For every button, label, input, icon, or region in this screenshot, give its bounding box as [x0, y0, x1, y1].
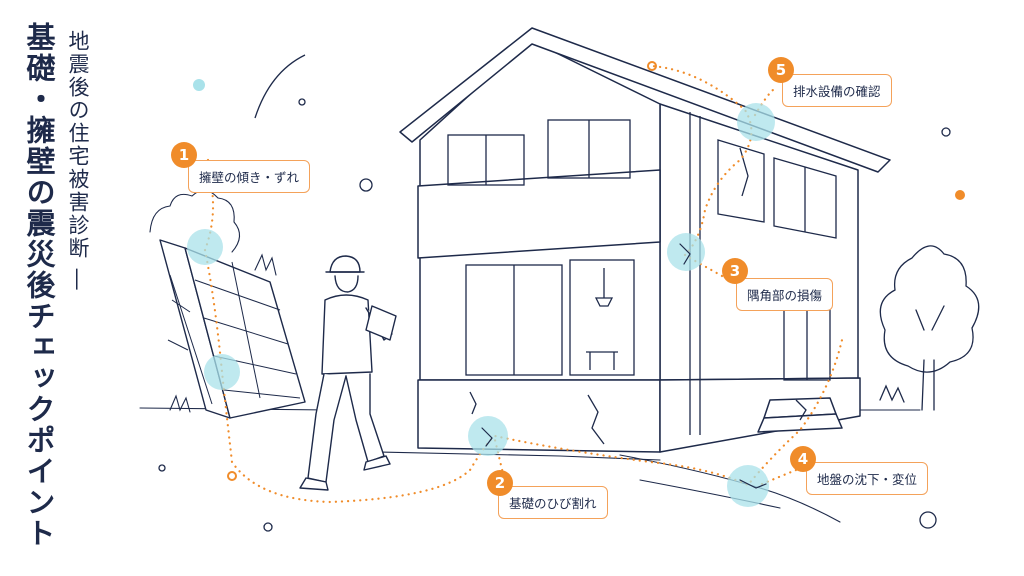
- interior-table: [586, 351, 618, 370]
- wall-joint: [194, 279, 281, 311]
- grass-tuft: [254, 253, 277, 276]
- badge-4: 4: [790, 446, 816, 472]
- callout-label: 擁壁の傾き・ずれ: [188, 160, 311, 193]
- tree-crown: [879, 245, 980, 373]
- grass-tuft: [879, 384, 905, 403]
- downpipe: [689, 112, 701, 435]
- inspector-leg-right: [345, 373, 385, 463]
- house-roof: [399, 27, 891, 173]
- balcony: [417, 169, 661, 259]
- clipboard: [365, 305, 397, 341]
- foundation-front: [417, 379, 661, 453]
- checkpoint-route-upper: [650, 64, 753, 257]
- pendant-lamp: [594, 268, 614, 307]
- deco-circle: [359, 178, 373, 192]
- callout-4: 地盤の沈下・変位: [806, 462, 929, 495]
- window-side-upper: [717, 139, 765, 223]
- tree-trunk: [915, 305, 945, 411]
- main-title: 基礎・擁壁の震災後チェックポイント: [22, 22, 56, 549]
- badge-1: 1: [171, 142, 197, 168]
- foundation-crack: [587, 394, 605, 445]
- subtitle: 地震後の住宅被害診断 ―: [66, 30, 90, 292]
- highlight-ground-subsidence: [727, 465, 769, 507]
- highlight-retaining-wall-base: [204, 354, 240, 390]
- wall-joint: [231, 261, 261, 399]
- ground-crack: [639, 479, 781, 509]
- wall-joint: [223, 389, 301, 399]
- callout-label: 基礎のひび割れ: [498, 486, 608, 519]
- highlight-drainage: [737, 103, 775, 141]
- inspector-jacket: [321, 294, 373, 375]
- deco-circle: [263, 522, 273, 532]
- foundation-crack: [469, 391, 477, 415]
- deco-arc: [254, 54, 306, 119]
- route-dot: [227, 471, 237, 481]
- route-start-dot: [647, 61, 657, 71]
- ground-line: [379, 451, 661, 461]
- highlight-foundation-crack: [468, 416, 508, 456]
- badge-3: 3: [722, 258, 748, 284]
- crack-mark: [739, 479, 767, 489]
- entry-step: [757, 413, 843, 433]
- callout-label: 排水設備の確認: [782, 74, 892, 107]
- highlight-retaining-wall-top: [187, 229, 223, 265]
- deco-dot: [955, 190, 965, 200]
- wall-joint: [169, 274, 213, 405]
- callout-5: 排水設備の確認: [782, 74, 892, 107]
- deco-circle: [919, 511, 937, 529]
- sliding-door-right: [569, 259, 635, 376]
- deco-circle: [158, 464, 166, 472]
- grass-tuft: [169, 394, 191, 413]
- deco-dot: [193, 79, 205, 91]
- hard-hat: [329, 255, 361, 273]
- callout-3: 隅角部の損傷: [736, 278, 834, 311]
- callout-label: 隅角部の損傷: [736, 278, 834, 311]
- window-side-upper: [773, 157, 837, 239]
- badge-5: 5: [768, 57, 794, 83]
- inspector-boot: [299, 477, 329, 491]
- foundation-side: [659, 377, 861, 453]
- deco-circle: [941, 127, 951, 137]
- inspector-leg-left: [307, 373, 347, 483]
- wall-crack: [167, 299, 191, 351]
- step-crack: [795, 399, 807, 421]
- deco-circle: [298, 98, 306, 106]
- highlight-corner-damage: [667, 233, 705, 271]
- inspector-boot: [363, 455, 391, 471]
- inspector-head: [334, 275, 359, 293]
- callout-label: 地盤の沈下・変位: [806, 462, 929, 495]
- crack-mark: [481, 427, 493, 447]
- callout-1: 擁壁の傾き・ずれ: [188, 160, 311, 193]
- badge-2: 2: [487, 470, 513, 496]
- crack-mark: [679, 243, 691, 265]
- callout-2: 基礎のひび割れ: [498, 486, 608, 519]
